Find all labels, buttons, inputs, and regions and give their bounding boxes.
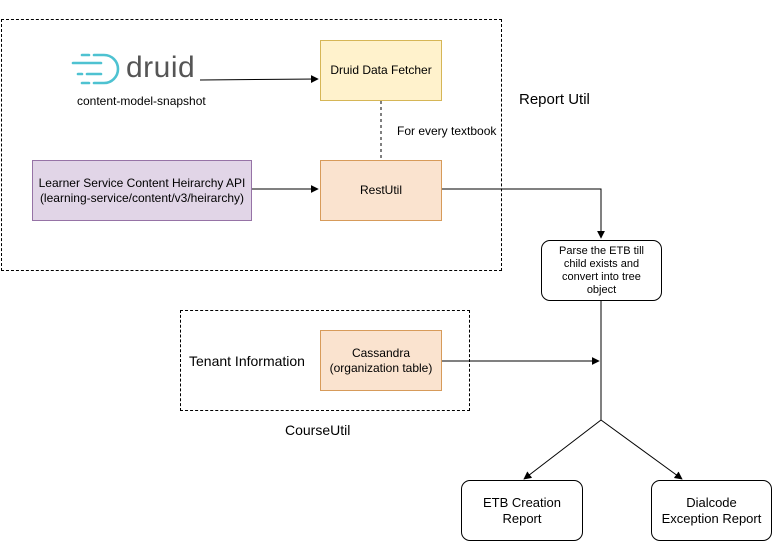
parse-etb-node: Parse the ETB till child exists and conv… bbox=[541, 240, 662, 301]
druid-data-fetcher-node: Druid Data Fetcher bbox=[320, 40, 442, 101]
report-util-label: Report Util bbox=[519, 91, 590, 108]
course-util-label: CourseUtil bbox=[285, 422, 351, 438]
course-util-group bbox=[180, 310, 470, 411]
druid-logo: druid bbox=[70, 50, 210, 90]
druid-logo-text: druid bbox=[126, 51, 196, 84]
druid-data-fetcher-label: Druid Data Fetcher bbox=[330, 63, 432, 77]
tenant-information-label: Tenant Information bbox=[189, 353, 305, 369]
druid-icon bbox=[71, 53, 120, 85]
learner-api-node: Learner Service Content Heirarchy API (l… bbox=[32, 160, 252, 221]
druid-caption: content-model-snapshot bbox=[77, 94, 206, 108]
for-every-textbook-label: For every textbook bbox=[397, 124, 497, 138]
restutil-node: RestUtil bbox=[320, 160, 442, 221]
edge-restutil-to-parse bbox=[441, 188, 605, 239]
learner-api-label: Learner Service Content Heirarchy API (l… bbox=[38, 175, 246, 205]
dialcode-exception-report-label: Dialcode Exception Report bbox=[661, 494, 762, 526]
edge-to-dialcode-report bbox=[600, 419, 683, 480]
edge-druid-to-fetcher bbox=[199, 75, 319, 84]
cassandra-label: Cassandra (organization table) bbox=[329, 345, 433, 375]
dialcode-exception-report-node: Dialcode Exception Report bbox=[651, 480, 772, 541]
parse-etb-label: Parse the ETB till child exists and conv… bbox=[559, 244, 644, 296]
etb-creation-report-node: ETB Creation Report bbox=[461, 480, 583, 541]
edge-to-etb-report bbox=[523, 419, 602, 480]
report-util-group bbox=[1, 19, 502, 271]
restutil-label: RestUtil bbox=[359, 183, 402, 197]
etb-creation-report-label: ETB Creation Report bbox=[482, 494, 562, 526]
cassandra-node: Cassandra (organization table) bbox=[320, 330, 442, 391]
